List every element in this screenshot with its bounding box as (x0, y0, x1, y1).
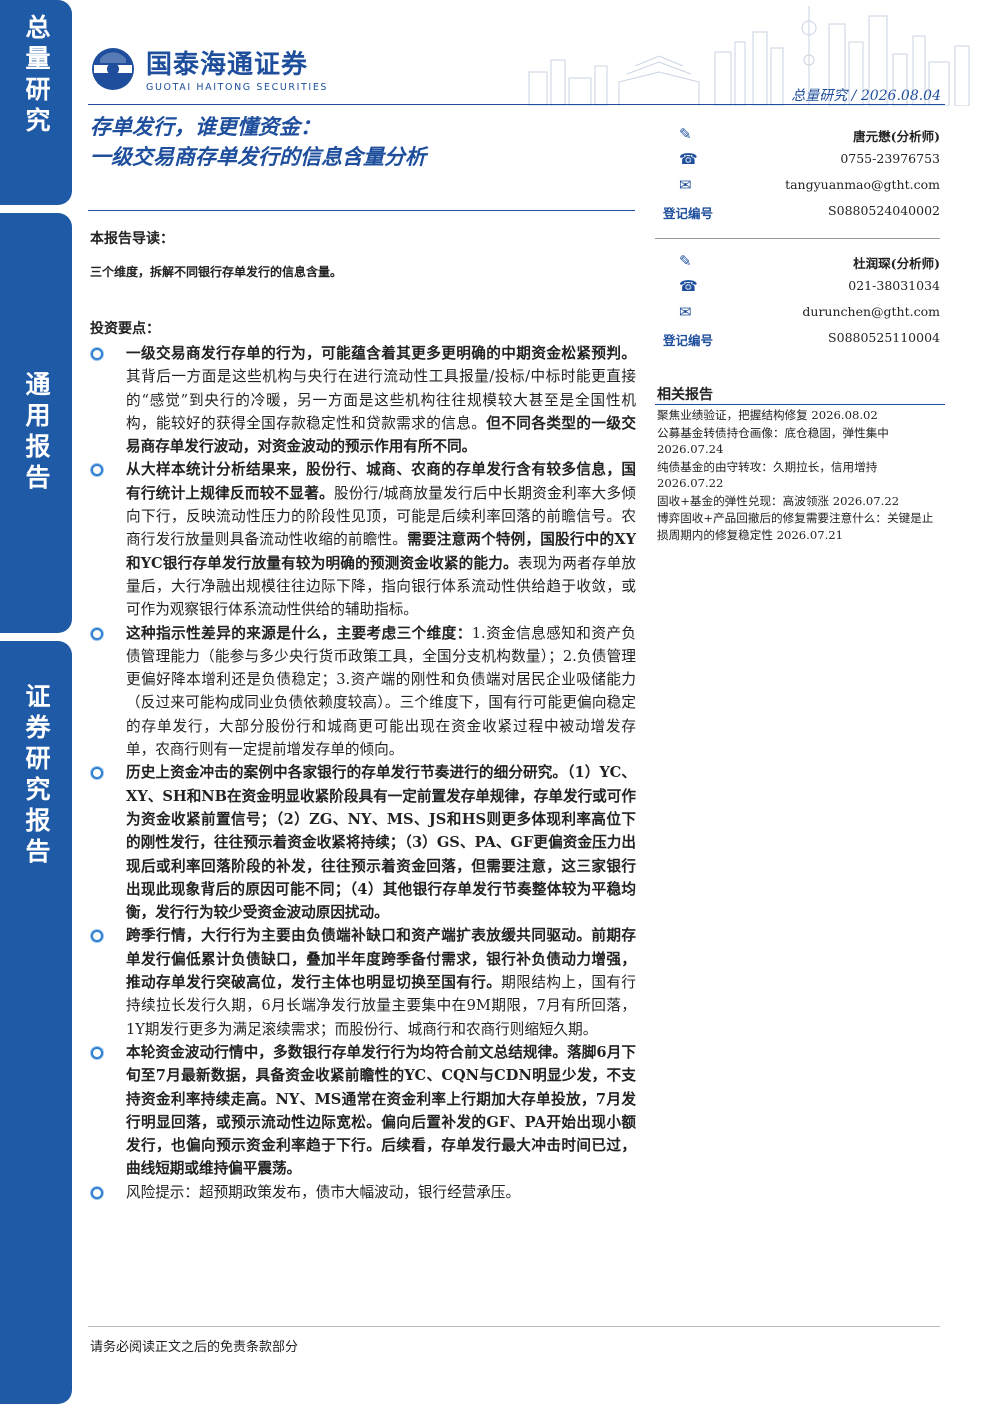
sidebar: 总量研究 通用报告 证券研究报告 (0, 0, 72, 1404)
registration-number: S0880525110004 (828, 330, 940, 345)
key-point: 这种指示性差异的来源是什么，主要考虑三个维度：1.资金信息感知和资产负债管理能力… (90, 622, 636, 762)
related-report-item[interactable]: 公募基金转债持仓画像：底仓稳固，弹性集中 2026.07.24 (657, 425, 889, 457)
city-skyline-icon (528, 6, 970, 106)
key-point: 从大样本统计分析结果来，股份行、城商、农商的存单发行含有较多信息，国有行统计上规… (90, 458, 636, 621)
bullet-icon (91, 1186, 103, 1199)
guide-heading: 本报告导读： (90, 231, 174, 247)
category-label: 总量研究 (22, 14, 51, 138)
analyst-phone: 0755-23976753 (840, 151, 940, 166)
risk-warning: 风险提示：超预期政策发布，债市大幅波动，银行经营承压。 (90, 1181, 636, 1204)
related-report-item[interactable]: 博弈固收+产品回撤后的修复需要注意什么：关键是止损周期内的修复稳定性 2026.… (657, 511, 934, 542)
registration-label: 登记编号 (663, 333, 714, 348)
phone-icon: ☎ (679, 150, 698, 168)
bullet-icon (91, 348, 103, 360)
header-divider (88, 104, 945, 105)
analyst-name: 杜润琛(分析师) (853, 256, 940, 271)
doc-class-label: 证券研究报告 (22, 683, 51, 869)
company-logo: 国泰海通证券 GUOTAI HAITONG SECURITIES (90, 44, 328, 93)
bullet-icon (91, 1046, 103, 1059)
page-header: 国泰海通证券 GUOTAI HAITONG SECURITIES 总量研究 / … (72, 0, 993, 112)
related-divider (655, 404, 945, 405)
pen-icon: ✎ (679, 125, 692, 143)
related-report-item[interactable]: 固收+基金的弹性兑现：高波领涨 2026.07.22 (657, 493, 900, 508)
mail-icon: ✉ (679, 176, 692, 194)
mail-icon: ✉ (679, 303, 692, 321)
guide-text: 三个维度，拆解不同银行存单发行的信息含量。 (90, 265, 343, 279)
category-tab: 总量研究 (0, 0, 72, 205)
key-points-heading: 投资要点： (90, 321, 160, 337)
report-type-label: 通用报告 (22, 371, 51, 495)
disclaimer-note: 请务必阅读正文之后的免责条款部分 (90, 1340, 299, 1355)
title-divider (88, 210, 635, 211)
related-report-item[interactable]: 纯债基金的由守转攻：久期拉长，信用增持 2026.07.22 (657, 459, 878, 491)
report-type-tab: 通用报告 (0, 213, 72, 633)
key-point: 本轮资金波动行情中，多数银行存单发行行为均符合前文总结规律。落脚6月下旬至7月最… (90, 1041, 636, 1181)
report-category-date: 总量研究 / 2026.08.04 (791, 88, 941, 104)
title-line-1: 存单发行，谁更懂资金： (90, 114, 321, 139)
key-points-list: 一级交易商发行存单的行为，可能蕴含着其更多更明确的中期资金松紧预判。其背后一方面… (90, 342, 636, 1204)
logo-chinese-name: 国泰海通证券 (146, 50, 309, 80)
report-title: 存单发行，谁更懂资金： 一级交易商存单发行的信息含量分析 (90, 112, 426, 172)
key-point: 跨季行情，大行行为主要由负债端补缺口和资产端扩表放缓共同驱动。前期存单发行偏低累… (90, 924, 636, 1040)
analyst-email[interactable]: tangyuanmao@gtht.com (785, 177, 940, 192)
analyst-name: 唐元懋(分析师) (853, 129, 940, 144)
related-reports-list: 聚焦业绩验证，把握结构修复 2026.08.02 公募基金转债持仓画像：底仓稳固… (657, 407, 937, 544)
doc-class-tab: 证券研究报告 (0, 641, 72, 1404)
analyst-email[interactable]: durunchen@gtht.com (802, 304, 940, 319)
pen-icon: ✎ (679, 252, 692, 270)
analyst-phone: 021-38031034 (848, 278, 940, 293)
related-report-item[interactable]: 聚焦业绩验证，把握结构修复 2026.08.02 (657, 408, 878, 422)
bullet-icon (91, 627, 103, 640)
bullet-icon (91, 767, 103, 780)
key-point: 历史上资金冲击的案例中各家银行的存单发行节奏进行的细分研究。（1）YC、XY、S… (90, 761, 636, 924)
related-reports-heading: 相关报告 (657, 387, 713, 403)
analyst-divider (655, 238, 940, 239)
registration-number: S0880524040002 (828, 203, 940, 218)
logo-english-name: GUOTAI HAITONG SECURITIES (146, 82, 329, 93)
key-point: 一级交易商发行存单的行为，可能蕴含着其更多更明确的中期资金松紧预判。其背后一方面… (90, 342, 636, 458)
logo-mark-icon (92, 47, 134, 90)
phone-icon: ☎ (679, 277, 698, 295)
bullet-icon (91, 930, 103, 943)
footer-divider (88, 1326, 940, 1327)
registration-label: 登记编号 (663, 206, 714, 221)
title-line-2: 一级交易商存单发行的信息含量分析 (90, 144, 426, 169)
bullet-icon (91, 464, 103, 477)
